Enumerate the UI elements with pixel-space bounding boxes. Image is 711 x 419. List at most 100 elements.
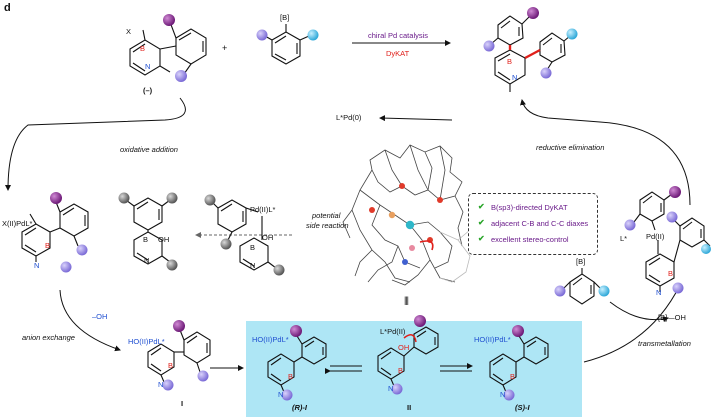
compound-SI-ho-label: HO(II)PdL* <box>474 335 511 344</box>
tm-complex-molecule <box>633 191 711 292</box>
oxidative-addition-arrow <box>5 97 186 191</box>
side-gray-ball-2 <box>166 192 178 204</box>
compound-I-lavender-ball-2 <box>162 379 174 391</box>
product-n-label: N <box>512 73 518 82</box>
oa-boron-label: B <box>45 241 51 250</box>
compound-RI-n-label: N <box>278 390 284 399</box>
compound-I-b-label: B <box>168 361 174 370</box>
compound-I-lavender-ball-1 <box>197 370 209 382</box>
compound-I-n-label: N <box>158 380 164 389</box>
tm-n-label: N <box>656 288 662 297</box>
transmetallation-label: transmetallation <box>638 339 691 348</box>
boron-byproduct-arrow <box>609 301 669 323</box>
checklist-item-3: excellent stereo-control <box>491 235 569 244</box>
anion-exchange-arrow <box>59 289 121 352</box>
product-lavender-ball <box>483 40 495 52</box>
x-label: X <box>126 27 132 36</box>
side-pd-label: Pd(II)L* <box>250 205 276 214</box>
catalyst-label: L*Pd(0) <box>336 113 362 122</box>
product-cyan-ball <box>566 28 578 40</box>
substrate-lavender-ball <box>175 70 187 82</box>
crystal-n-atom <box>402 259 408 265</box>
tm-lavender-ball-1 <box>624 219 636 231</box>
compound-II-pd-label: L*Pd(II) <box>380 327 406 336</box>
reagent2-label: [B] <box>576 257 586 266</box>
features-checklist <box>468 193 598 255</box>
compound-SI-lavender-ball <box>503 389 515 401</box>
reagent-cyan-ball <box>307 29 319 41</box>
panel-letter: d <box>4 2 11 14</box>
hydroxide-label: –OH <box>92 312 108 321</box>
crystal-pd-atom <box>405 220 415 230</box>
tm-cyan-ball <box>701 244 711 254</box>
crystal-p-atom <box>388 211 396 219</box>
compound-II-purple-ball <box>414 315 426 327</box>
boron-reagent <box>264 24 310 65</box>
compound-II-label: II <box>407 403 412 412</box>
side-pd-gray-ball-2 <box>220 238 232 250</box>
compound-II-lavender-ball <box>391 383 403 395</box>
compound-RI-ho-label: HO(II)PdL* <box>252 335 289 344</box>
compound-II-oh-label: OH <box>398 343 410 352</box>
check-icon: ✔ <box>478 218 485 227</box>
arrow-bottom-label: DyKAT <box>386 49 410 58</box>
reductive-elimination-label: reductive elimination <box>536 143 605 152</box>
boron-byproduct-label: [B]—OH <box>658 313 686 322</box>
tm-lavender-ball-2 <box>666 211 678 223</box>
compound-II-n-label: N <box>388 384 394 393</box>
product-boron-label: B <box>507 57 513 66</box>
compound-SI-label: (S)-I <box>515 403 530 412</box>
checklist-item-1: B(sp3)-directed DyKAT <box>491 203 568 212</box>
compound-RI-purple-ball <box>290 325 302 337</box>
oxidative-addition-label: oxidative addition <box>120 145 178 154</box>
compound-II-rotation-arrow <box>403 334 417 343</box>
side-reaction-label-1: potential <box>312 211 341 220</box>
compound-I-purple-ball <box>173 320 185 332</box>
product-purple-ball <box>527 7 539 19</box>
side-oh-label: OH <box>158 235 170 244</box>
tm-lavender-ball-3 <box>672 282 684 294</box>
compound-RI-label: (R)-I <box>292 403 307 412</box>
oa-lavender-ball-2 <box>60 261 72 273</box>
oa-purple-ball <box>50 192 62 204</box>
crystal-o-atom-2 <box>399 183 405 189</box>
tm-pd-label: Pd(II) <box>646 232 665 241</box>
crystal-b-atom <box>409 245 415 251</box>
compound-I-label: I <box>181 399 184 408</box>
reductive-elimination-arrow <box>520 99 691 206</box>
crystal-o-atom-1 <box>369 207 375 213</box>
oa-lavender-ball-1 <box>76 244 88 256</box>
side-pd-b-label: B <box>250 243 256 252</box>
check-icon: ✔ <box>478 202 485 211</box>
oa-n-label: N <box>34 261 40 270</box>
nitrogen-atom-label: N <box>145 62 151 71</box>
crystal-o-atom-3 <box>437 197 443 203</box>
substrate-purple-ball <box>163 14 175 26</box>
arrow-top-label: chiral Pd catalysis <box>368 31 429 40</box>
anion-exchange-label: anion exchange <box>22 333 75 342</box>
oa-complex-molecule <box>21 201 89 262</box>
compound-II-b-label: B <box>398 366 404 375</box>
compound-SI-n-label: N <box>500 390 506 399</box>
product-red-axis-cc <box>524 48 541 60</box>
boron-reagent-2 <box>563 268 601 305</box>
tm-b-label: B <box>668 269 674 278</box>
boron-atom-label: B <box>140 44 146 53</box>
boron-reagent-label: [B] <box>280 13 290 22</box>
side-reaction-label-2: side reaction <box>306 221 349 230</box>
reductive-elimination-feed <box>379 115 453 122</box>
equivalence-mark: ||| <box>404 295 409 305</box>
plus-sign: + <box>222 43 228 53</box>
side-product-molecule <box>125 197 171 265</box>
compound-RI-b-label: B <box>288 372 294 381</box>
tm-l-label: L* <box>620 234 628 243</box>
side-gray-ball-1 <box>118 192 130 204</box>
side-pd-gray-ball-1 <box>204 194 216 206</box>
side-pd-oh-label: OH <box>262 233 274 242</box>
side-pd-n-label: N <box>250 261 256 270</box>
tm-purple-ball <box>669 186 681 198</box>
side-b-label: B <box>143 235 149 244</box>
checklist-item-2: adjacent C-B and C-C diaxes <box>491 219 589 228</box>
